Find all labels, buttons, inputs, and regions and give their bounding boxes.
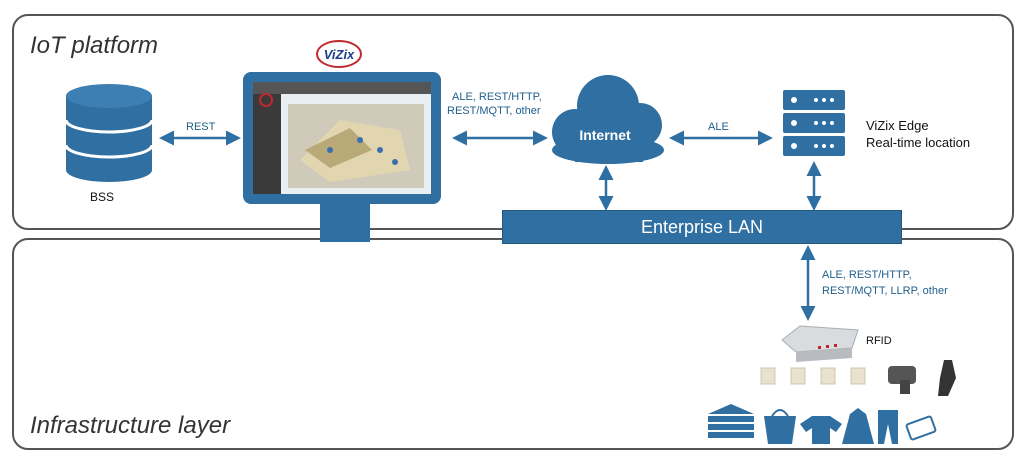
iot-platform-panel: [12, 14, 1014, 230]
enterprise-lan-bar: Enterprise LAN: [502, 210, 902, 244]
rfid-reader-icon: [781, 325, 859, 362]
vizix-logo-text: ViZix: [324, 47, 355, 62]
lan-rfid-protocols-line1: ALE, REST/HTTP,: [822, 269, 912, 281]
server-icon: [783, 90, 845, 156]
monitor-internet-protocols-line2: REST/MQTT, other: [447, 105, 541, 117]
cloud-icon: [552, 75, 664, 164]
bss-label: BSS: [90, 190, 115, 204]
rfid-tag-icon: [760, 367, 866, 385]
rfid-label: RFID: [866, 335, 892, 347]
vizix-edge-label: ViZix Edge: [866, 118, 929, 133]
iot-platform-title: IoT platform: [30, 32, 159, 59]
enterprise-lan-label: Enterprise LAN: [640, 217, 764, 237]
internet-label: Internet: [579, 127, 631, 143]
apparel-icon: [708, 404, 937, 444]
ale-connection-label: ALE: [708, 121, 729, 133]
monitor-icon: [243, 72, 441, 242]
scanner-icon: [888, 360, 956, 396]
monitor-internet-protocols-line1: ALE, REST/HTTP,: [452, 91, 542, 103]
rest-connection-label: REST: [186, 121, 216, 133]
database-icon: [64, 84, 154, 182]
real-time-location-label: Real-time location: [866, 135, 971, 150]
lan-rfid-protocols-line2: REST/MQTT, LLRP, other: [822, 285, 948, 297]
infrastructure-layer-title: Infrastructure layer: [30, 412, 231, 439]
vizix-logo-icon: ViZix: [316, 40, 362, 68]
